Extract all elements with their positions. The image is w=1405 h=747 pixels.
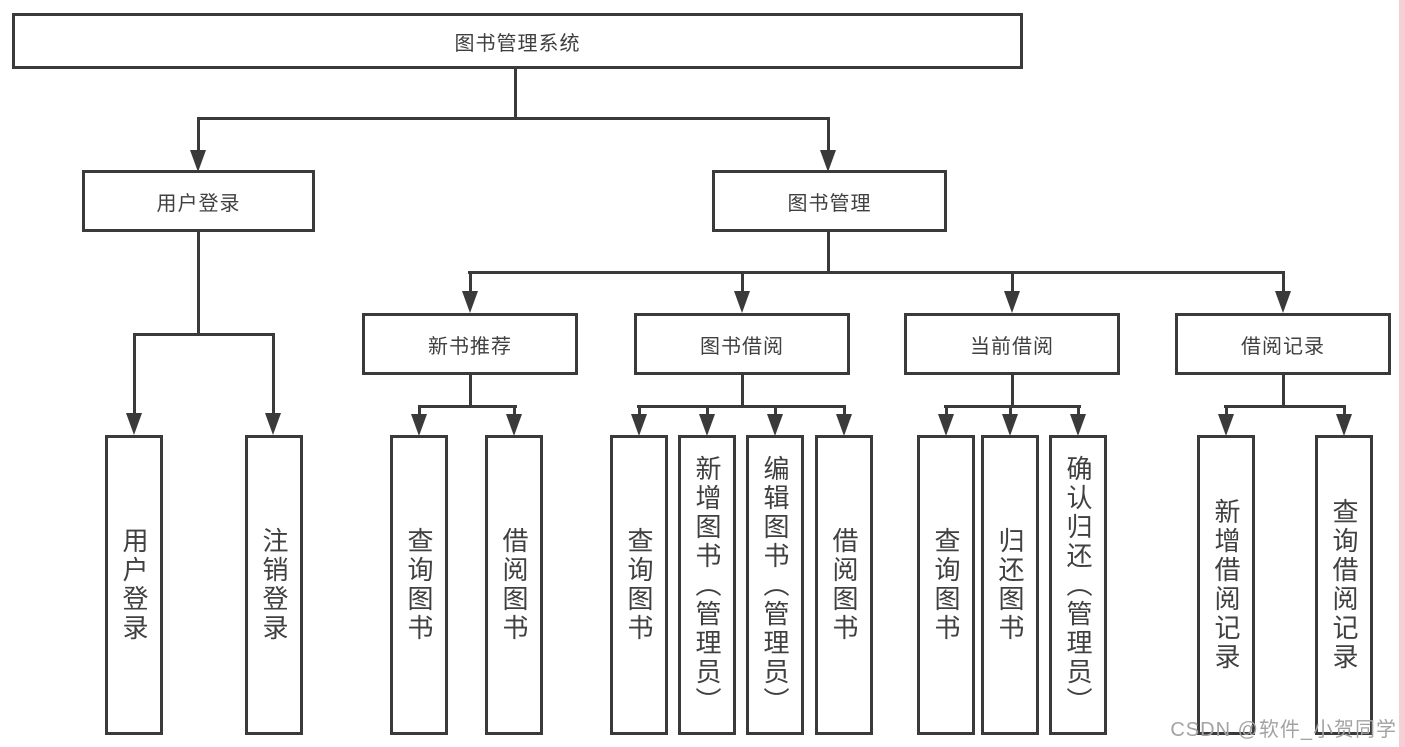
node-label: 借阅图书 [499, 527, 529, 643]
edge-to-leaf [638, 405, 641, 416]
node-leaf-add-borrow-record: 新增借阅记录 [1197, 435, 1255, 735]
node-label: 确认归还（管理员） [1063, 454, 1093, 716]
arrow-down-icon [938, 414, 954, 436]
edge-book-management-stem [827, 231, 830, 273]
node-label: 当前借阅 [970, 335, 1054, 358]
edge-to-leaf [774, 405, 777, 416]
node-leaf-edit-book-admin: 编辑图书（管理员） [746, 435, 804, 735]
node-label: 图书借阅 [700, 335, 784, 358]
node-label: 用户登录 [156, 192, 241, 215]
node-label: 借阅图书 [829, 527, 859, 643]
node-label: 新书推荐 [428, 335, 512, 358]
node-label: 新增图书（管理员） [692, 454, 722, 716]
arrow-down-icon [1336, 414, 1352, 436]
node-book-management: 图书管理 [712, 170, 947, 232]
arrow-down-icon [836, 414, 852, 436]
node-current-borrow: 当前借阅 [904, 313, 1120, 375]
edge-to-leaf [706, 405, 709, 416]
edge-to-book-borrow [741, 271, 744, 293]
edge-group-stem [469, 373, 472, 407]
arrow-down-icon [1218, 414, 1234, 436]
edge-group-branch [637, 405, 846, 408]
edge-to-leaf [1225, 405, 1228, 416]
edge-to-leaf [1077, 405, 1080, 416]
node-label: 借阅记录 [1241, 335, 1325, 358]
arrow-down-icon [1275, 291, 1291, 313]
node-leaf-user-login: 用户登录 [105, 435, 163, 735]
edge-group-stem [741, 373, 744, 407]
node-label: 查询图书 [931, 527, 961, 643]
arrow-down-icon [190, 150, 206, 172]
node-leaf-confirm-return-admin: 确认归还（管理员） [1049, 435, 1107, 735]
node-label: 图书管理 [787, 192, 872, 215]
edge-to-leaf [133, 333, 136, 415]
arrow-down-icon [462, 291, 478, 313]
node-leaf-query-books-recommend: 查询图书 [390, 435, 448, 735]
node-label: 查询图书 [624, 527, 654, 643]
edge-to-book-management [827, 117, 830, 154]
node-label: 查询图书 [404, 527, 434, 643]
edge-to-leaf [945, 405, 948, 416]
edge-group-branch [1224, 405, 1346, 408]
node-leaf-borrow-books: 借阅图书 [815, 435, 873, 735]
edge-to-leaf [1343, 405, 1346, 416]
node-library-management-system: 图书管理系统 [12, 13, 1023, 69]
arrow-down-icon [411, 414, 427, 436]
edge-to-leaf [272, 333, 275, 415]
node-new-book-recommend: 新书推荐 [362, 313, 578, 375]
arrow-down-icon [767, 414, 783, 436]
arrow-down-icon [126, 413, 142, 435]
arrow-down-icon [820, 150, 836, 172]
node-label: 新增借阅记录 [1211, 498, 1241, 672]
node-leaf-borrow-books-recommend: 借阅图书 [485, 435, 543, 735]
node-borrow-records: 借阅记录 [1175, 313, 1391, 375]
edge-to-leaf [1009, 405, 1012, 416]
node-label: 图书管理系统 [454, 32, 581, 55]
node-label: 用户登录 [119, 527, 149, 643]
edge-user-login-branch [133, 333, 275, 336]
arrow-down-icon [1002, 414, 1018, 436]
edge-to-user-login [197, 117, 200, 154]
arrow-down-icon [265, 413, 281, 435]
arrow-down-icon [631, 414, 647, 436]
arrow-down-icon [506, 414, 522, 436]
edge-user-login-stem [197, 231, 200, 335]
edge-level3-branch [468, 271, 1285, 274]
edge-to-leaf [843, 405, 846, 416]
edge-root-stem [514, 68, 517, 120]
edge-group-stem [1282, 373, 1285, 407]
node-leaf-query-books-borrow: 查询图书 [610, 435, 668, 735]
arrow-down-icon [734, 291, 750, 313]
node-leaf-add-book-admin: 新增图书（管理员） [678, 435, 736, 735]
node-label: 查询借阅记录 [1329, 498, 1359, 672]
edge-to-new-book-recommend [469, 271, 472, 293]
edge-group-branch [944, 405, 1081, 408]
node-book-borrow: 图书借阅 [634, 313, 850, 375]
edge-to-borrow-records [1282, 271, 1285, 293]
node-leaf-logout: 注销登录 [245, 435, 303, 735]
arrow-down-icon [1004, 291, 1020, 313]
arrow-down-icon [699, 414, 715, 436]
arrow-down-icon [1070, 414, 1086, 436]
node-label: 注销登录 [259, 527, 289, 643]
right-edge-strip [1399, 0, 1405, 747]
node-label: 归还图书 [995, 527, 1025, 643]
node-leaf-query-books-current: 查询图书 [917, 435, 975, 735]
edge-to-leaf [418, 405, 421, 416]
node-label: 编辑图书（管理员） [760, 454, 790, 716]
edge-to-leaf [513, 405, 516, 416]
edge-to-current-borrow [1011, 271, 1014, 293]
watermark: CSDN @软件_小贺同学 [1170, 719, 1397, 741]
node-leaf-return-books: 归还图书 [981, 435, 1039, 735]
edge-group-branch [418, 405, 517, 408]
edge-group-stem [1011, 373, 1014, 407]
edge-level2-branch [197, 117, 830, 120]
node-leaf-query-borrow-record: 查询借阅记录 [1315, 435, 1373, 735]
node-user-login: 用户登录 [82, 170, 315, 232]
